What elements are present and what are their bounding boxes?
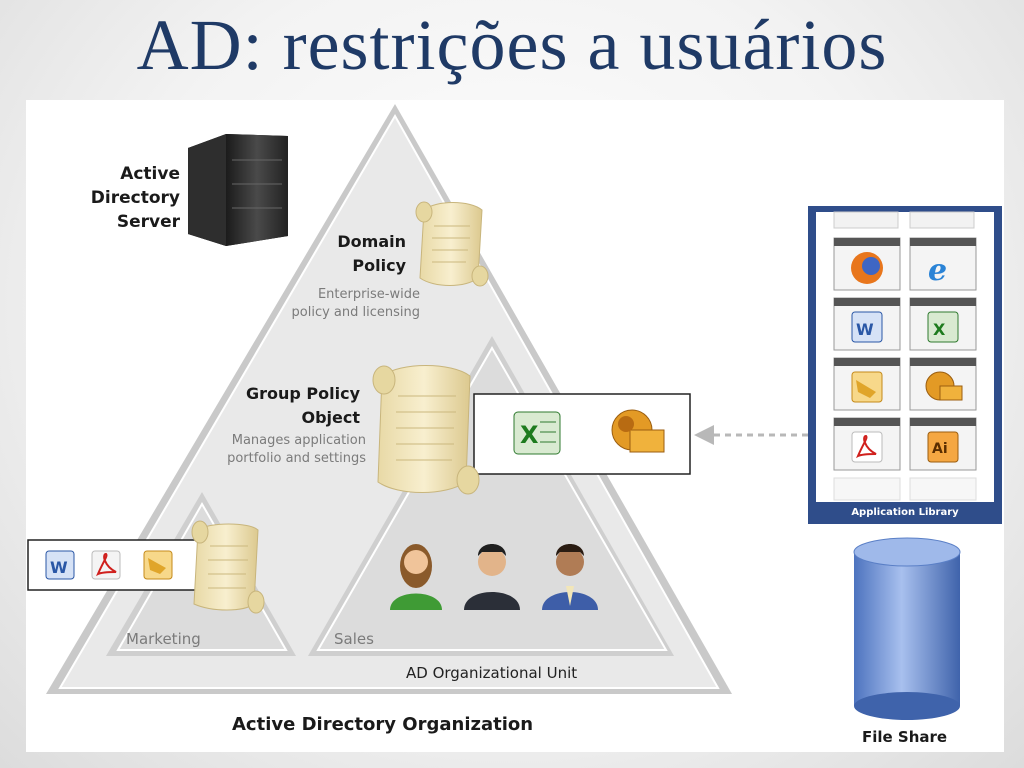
photo-app-icon	[611, 409, 665, 453]
domain-policy-scroll-icon	[415, 201, 489, 287]
outlook-icon	[143, 550, 173, 580]
domain-policy-title: Domain Policy	[337, 232, 406, 275]
library-title: Application Library	[851, 507, 959, 518]
slide-title: AD: restrições a usuários	[136, 5, 888, 85]
gpo-description: Manages application portfolio and settin…	[227, 433, 366, 466]
ou-label: AD Organizational Unit	[406, 664, 578, 682]
marketing-label: Marketing	[126, 630, 201, 648]
acrobat-icon	[91, 550, 121, 580]
user-male-suit-icon	[542, 544, 598, 610]
library-tile-acrobat	[833, 417, 901, 471]
user-female-icon	[390, 544, 442, 610]
library-tile-illustrator: Ai	[909, 417, 977, 471]
library-tile-word: W	[833, 297, 901, 351]
application-library: e W X	[808, 206, 1002, 524]
server-icon	[188, 134, 288, 246]
word-icon: W	[45, 550, 75, 580]
excel-icon: X	[513, 411, 561, 455]
word-icon	[851, 311, 883, 343]
svg-text:X: X	[520, 421, 539, 449]
marketing-scroll-icon	[191, 520, 265, 614]
domain-policy-description: Enterprise-wide policy and licensing	[291, 287, 420, 320]
diagram-panel: X W	[26, 100, 1004, 752]
organization-label: Active Directory Organization	[232, 714, 534, 735]
svg-text:X: X	[933, 320, 946, 339]
library-tile-outlook	[833, 357, 901, 411]
library-tile-ie: e	[909, 237, 977, 291]
server-label: Active Directory Server	[90, 164, 180, 232]
library-tile-excel: X	[909, 297, 977, 351]
library-tile-firefox	[833, 237, 901, 291]
library-tile-photo	[909, 357, 977, 411]
gpo-title: Group Policy Object	[245, 384, 360, 427]
svg-text:W: W	[50, 558, 68, 577]
ie-icon: e	[928, 253, 947, 288]
user-male-dark-icon	[464, 544, 520, 610]
assignment-arrow	[694, 425, 810, 445]
file-share-cylinder-icon	[853, 537, 961, 720]
excel-icon	[927, 311, 959, 343]
sales-label: Sales	[334, 630, 374, 648]
gpo-scroll-icon	[372, 365, 480, 495]
svg-text:W: W	[856, 320, 874, 339]
svg-text:Ai: Ai	[932, 441, 948, 457]
diagram-graphics: X W	[27, 104, 1002, 720]
illustrator-icon	[927, 431, 959, 463]
file-share-label: File Share	[862, 728, 948, 746]
